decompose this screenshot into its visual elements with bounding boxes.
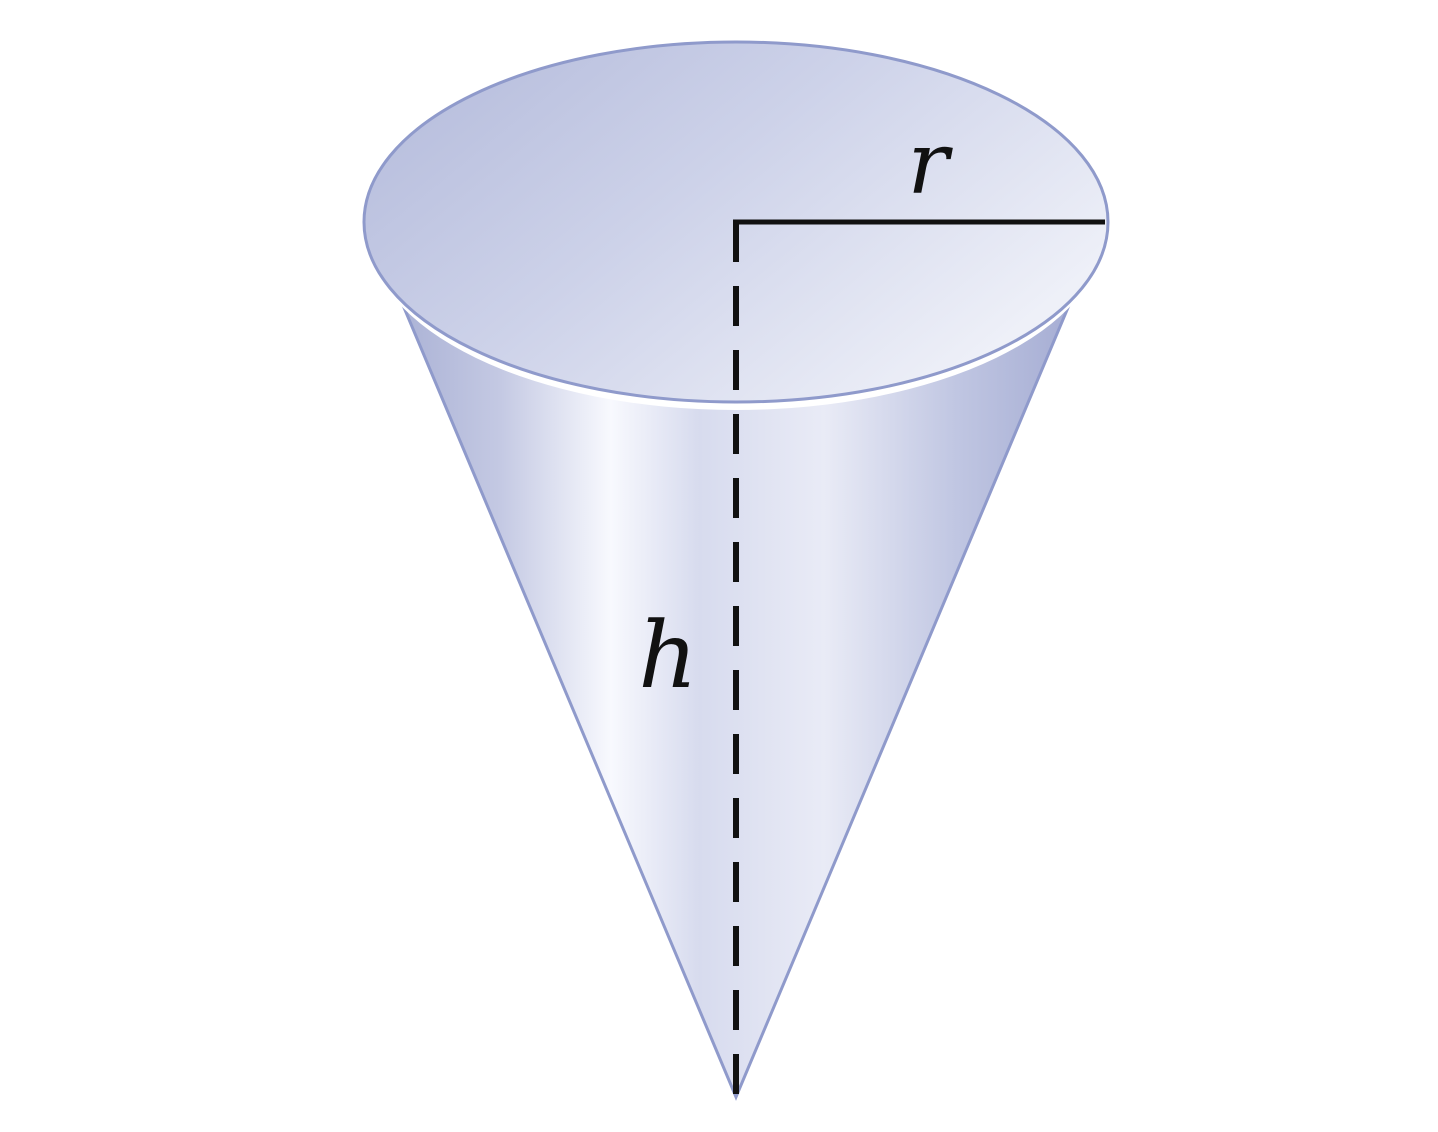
radius-label: r — [907, 114, 953, 214]
height-label: h — [638, 602, 697, 709]
